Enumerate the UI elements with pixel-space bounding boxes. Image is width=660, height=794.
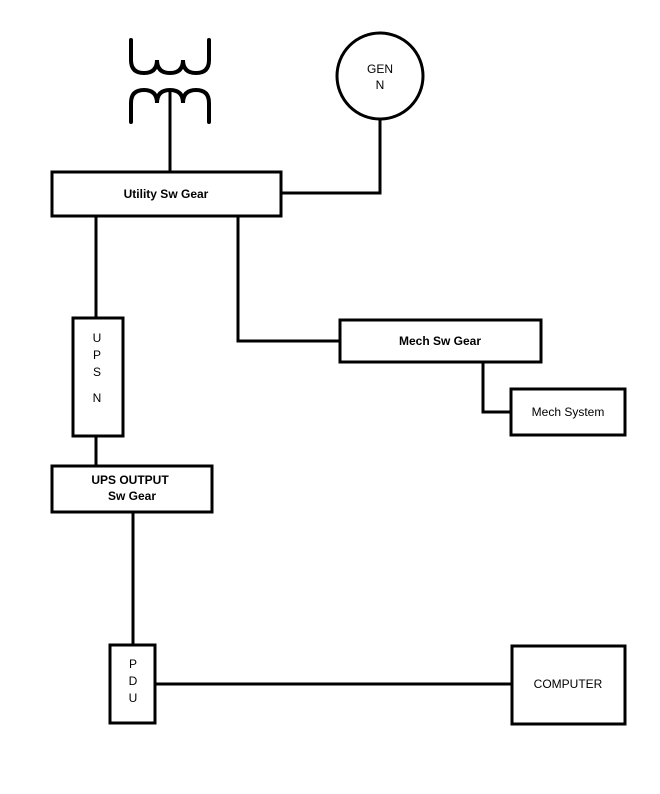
pdu-letter: P <box>129 657 137 671</box>
mech-swgear-box <box>338 318 543 364</box>
mech-system-box <box>509 387 627 437</box>
computer-box <box>510 644 627 726</box>
computer-label: COMPUTER <box>534 677 603 691</box>
pdu-box <box>108 643 157 725</box>
generator-node: GEN N <box>335 31 425 121</box>
connection-wires <box>94 118 512 686</box>
ups-letter: N <box>93 391 102 405</box>
wire-utility-mech <box>236 216 340 343</box>
ups-box <box>71 316 125 438</box>
ups-letter: S <box>93 365 101 379</box>
wire-generator-utility <box>281 118 382 195</box>
mech-system-label: Mech System <box>532 405 605 419</box>
pdu-letter: U <box>129 691 138 705</box>
generator-label-line2: N <box>376 78 385 92</box>
wire-mech-system <box>481 362 511 414</box>
ups-letter: U <box>93 331 102 345</box>
mech-system-node: Mech System <box>509 387 627 437</box>
utility-swgear-box <box>50 170 283 218</box>
generator-circle <box>335 31 425 121</box>
ups-letter: P <box>93 348 101 362</box>
mech-swgear-label: Mech Sw Gear <box>399 334 481 348</box>
mech-swgear-node: Mech Sw Gear <box>338 318 543 364</box>
pdu-letter: D <box>129 674 138 688</box>
computer-node: COMPUTER <box>510 644 627 726</box>
ups-output-swgear-box <box>50 464 214 514</box>
transformer-icon <box>129 38 211 172</box>
ups-node: U P S N <box>71 316 125 438</box>
pdu-node: P D U <box>108 643 157 725</box>
ups-output-swgear-label-line1: UPS OUTPUT <box>91 473 169 487</box>
utility-swgear-label: Utility Sw Gear <box>124 187 209 201</box>
utility-swgear-node: Utility Sw Gear <box>50 170 283 218</box>
generator-label-line1: GEN <box>367 62 393 76</box>
ups-output-swgear-node: UPS OUTPUT Sw Gear <box>50 464 214 514</box>
ups-output-swgear-label-line2: Sw Gear <box>108 489 156 503</box>
